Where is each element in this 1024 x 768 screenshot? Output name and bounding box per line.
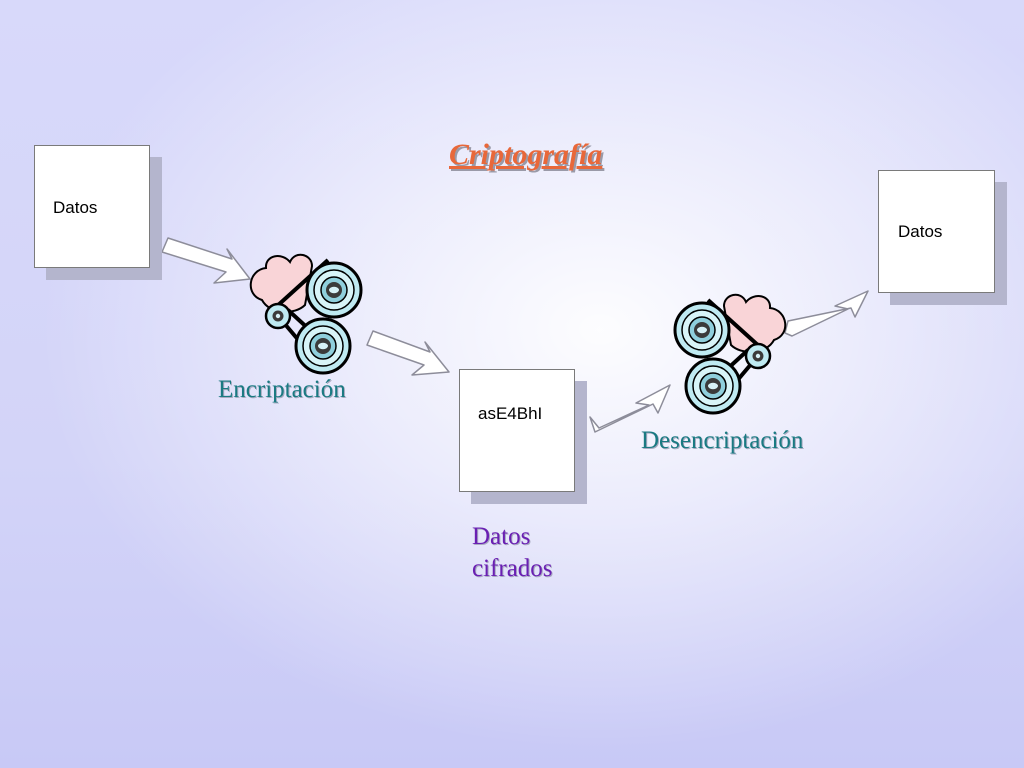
gears-icon (249, 253, 363, 375)
cipher-data-box: asE4BhI (459, 369, 575, 492)
output-data-text: Datos (898, 222, 943, 241)
cipher-data-text: asE4BhI (478, 404, 543, 423)
input-data-box: Datos (34, 145, 150, 268)
cipher-label-line2: cifrados (472, 555, 553, 582)
arrow-right-icon (161, 237, 251, 284)
gears-icon (673, 293, 787, 415)
cipher-label-line1: Datos (472, 523, 531, 550)
page-title: Criptografía (449, 138, 603, 171)
decrypt-label: Desencriptación (641, 427, 804, 454)
arrow-right-icon (589, 384, 671, 433)
arrow-right-icon (366, 330, 450, 376)
cipher-data-label: Datos cifrados (472, 521, 553, 585)
input-data-text: Datos (53, 198, 98, 217)
output-data-box: Datos (878, 170, 995, 293)
arrow-right-icon (784, 290, 869, 337)
encrypt-label: Encriptación (218, 376, 346, 403)
